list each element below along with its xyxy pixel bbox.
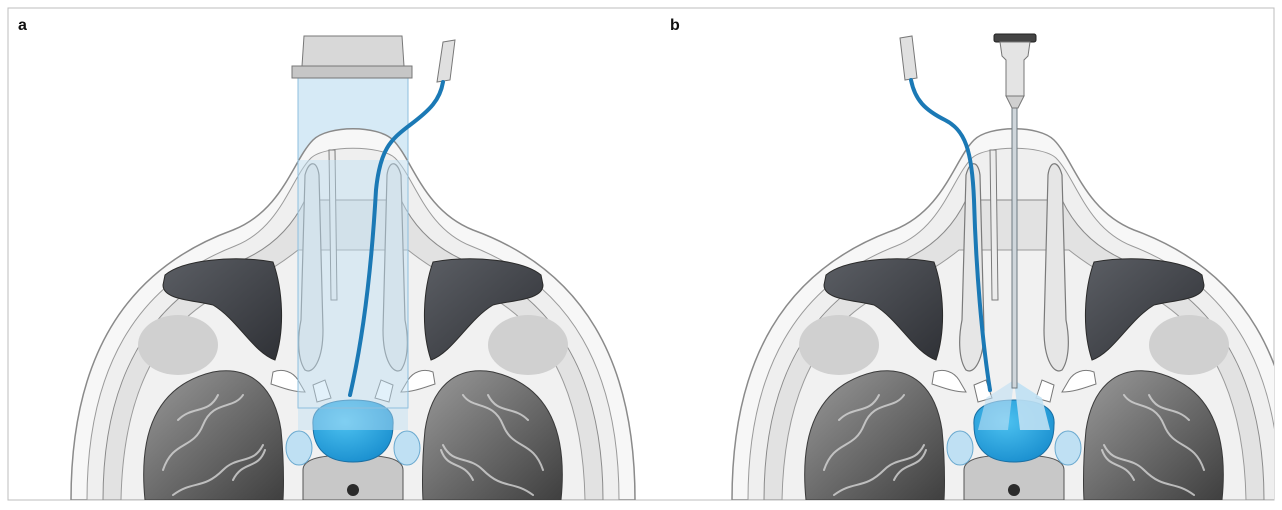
- microscope-base: [292, 66, 412, 78]
- panel-label-a: a: [18, 17, 27, 34]
- endoscope-shaft: [1012, 108, 1017, 388]
- panel-label-b: b: [670, 17, 680, 34]
- endoscope-eyepiece-icon: [994, 34, 1036, 42]
- microscope-icon: [302, 36, 404, 66]
